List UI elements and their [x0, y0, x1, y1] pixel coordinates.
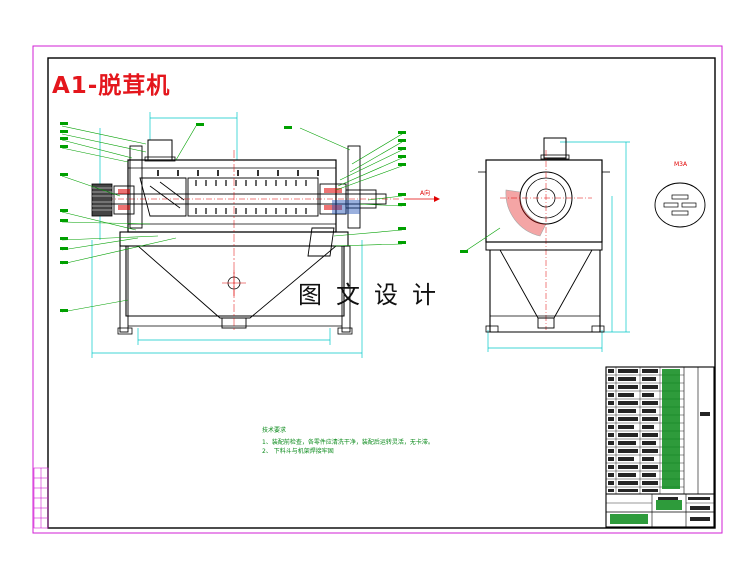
notes-line-2: 2、 下料斗与机架焊接牢固	[262, 448, 334, 455]
front-view	[60, 112, 440, 358]
binding-strip	[33, 467, 49, 529]
front-dimensions	[91, 112, 363, 358]
notes-heading: 技术要求	[262, 427, 287, 434]
side-view	[460, 137, 630, 352]
drawing-title: A1-脱茸机	[52, 73, 171, 99]
outer-frame	[32, 45, 723, 534]
title-block	[605, 366, 715, 528]
inner-border	[47, 57, 716, 529]
section-mark: M3A	[674, 161, 688, 168]
front-leaders	[61, 125, 403, 313]
direction-mark: A向	[420, 189, 430, 197]
watermark-text: 图文设计	[298, 281, 450, 309]
front-balloon-marks	[60, 122, 406, 312]
technical-notes: 技术要求 1、装配前检查，各零件应清洗干净，装配后运转灵活，无卡滞。 2、 下料…	[262, 426, 434, 456]
notes-line-1: 1、装配前检查，各零件应清洗干净，装配后运转灵活，无卡滞。	[262, 439, 434, 446]
detail-flange	[654, 182, 706, 228]
